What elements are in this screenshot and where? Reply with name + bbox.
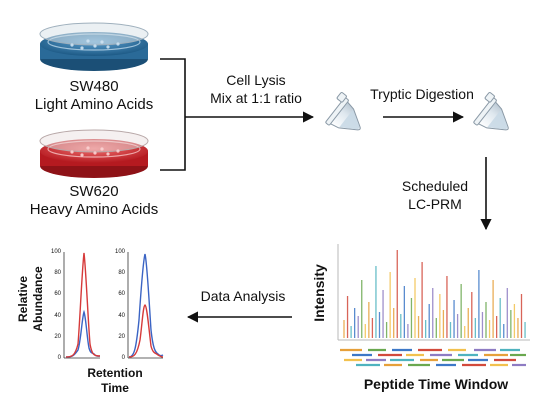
spectrum-peaks [343, 250, 526, 338]
chromatogram-2-tick-label: 60 [118, 291, 125, 298]
step-analysis: Data Analysis [200, 288, 286, 304]
sample-tube-2-icon [473, 92, 509, 131]
sample-tube-1-icon [325, 92, 361, 131]
chromatogram-1-tick-label: 100 [50, 249, 61, 255]
chromatogram-1-tick-label: 20 [54, 333, 61, 340]
spectrum-xlabel: Peptide Time Window [363, 376, 509, 392]
step-prm-line2: LC-PRM [408, 196, 462, 212]
step-lysis-line1: Cell Lysis [226, 72, 286, 88]
chromatogram-2 [127, 252, 164, 359]
chromatogram-xlabel-line1: Retention [87, 366, 143, 380]
sample-heavy-label: Heavy Amino Acids [29, 201, 159, 218]
chromatogram-1-tick-label: 60 [54, 291, 61, 298]
chromatogram-2-tick-label: 80 [118, 270, 125, 277]
chromatogram-2-tick-label: 0 [121, 355, 125, 361]
merge-bracket [160, 58, 186, 171]
spectrum-ylabel: Intensity [311, 264, 327, 322]
chromatogram-2-tick-label: 20 [118, 333, 125, 340]
chromatogram-2-tick-label: 100 [114, 249, 125, 255]
chromatogram-1-tick-label: 40 [54, 312, 61, 319]
chromatogram-1-heavy-trace [65, 252, 101, 358]
peptide-time-windows [340, 348, 526, 367]
petri-dish-heavy-icon [39, 129, 149, 178]
chromatogram-1-light-trace [65, 309, 101, 358]
spectrum-panel [337, 244, 530, 367]
chromatogram-2-heavy-trace [128, 304, 164, 358]
sample-light-label: Light Amino Acids [34, 96, 154, 113]
chromatogram-2-tick-label: 40 [118, 312, 125, 319]
chromatogram-1-tick-label: 80 [54, 270, 61, 277]
chromatogram-1 [63, 252, 101, 359]
chromatogram-ylabel-line1: Relative [16, 275, 30, 323]
sample-heavy-name: SW620 [69, 183, 119, 200]
chromatogram-xlabel-line2: Time [101, 381, 129, 395]
chromatogram-1-tick-label: 0 [57, 355, 61, 361]
chromatogram-2-light-trace [128, 253, 164, 358]
step-lysis-line2: Mix at 1:1 ratio [210, 90, 302, 106]
sample-light-name: SW480 [69, 78, 119, 95]
step-digestion: Tryptic Digestion [370, 86, 474, 102]
petri-dish-light-icon [39, 22, 149, 71]
step-prm-line1: Scheduled [401, 178, 469, 194]
